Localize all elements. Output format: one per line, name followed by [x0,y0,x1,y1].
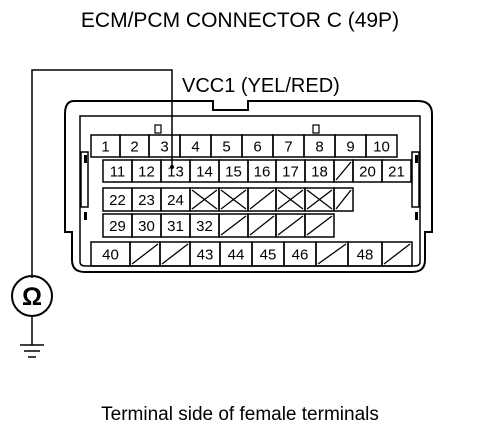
unused-terminal-mark [335,189,352,210]
pin-label-31: 31 [167,218,184,235]
unused-terminal-mark [249,189,275,210]
left-key [84,155,87,163]
pin-label-32: 32 [196,218,213,235]
top-nub-right [312,124,320,134]
pin-label-16: 16 [254,164,271,181]
pin-label-48: 48 [357,247,374,264]
pin-label-13: 13 [167,164,184,181]
terminal-cell [333,187,354,212]
caption: Terminal side of female terminals [101,404,379,425]
pin-label-12: 12 [138,164,155,181]
unused-terminal-mark [161,243,189,265]
pin-label-44: 44 [228,247,245,264]
terminal-cell [304,213,335,238]
pin-label-7: 7 [284,139,292,156]
terminal-cell [381,241,413,267]
unused-terminal-mark [277,215,304,236]
pin-label-20: 20 [359,164,376,181]
top-nub-left [154,124,162,134]
pin-label-23: 23 [138,192,155,209]
test-lead-wire [31,69,173,278]
right-latch [411,151,420,208]
pin-label-15: 15 [225,164,242,181]
pin-label-4: 4 [191,139,199,156]
unused-terminal-mark [277,189,304,210]
pin-label-5: 5 [222,139,230,156]
unused-terminal-mark [249,215,275,236]
unused-terminal-mark [335,161,352,181]
left-latch [80,151,89,208]
pin-label-18: 18 [311,164,328,181]
pin-label-2: 2 [130,139,138,156]
unused-terminal-mark [306,189,333,210]
pin-label-3: 3 [160,139,168,156]
pin-label-40: 40 [102,247,119,264]
pin-label-10: 10 [373,139,390,156]
unused-terminal-mark [220,189,247,210]
unused-terminal-mark [317,243,347,265]
pin-label-1: 1 [101,139,109,156]
pin-label-17: 17 [282,164,299,181]
pin-label-21: 21 [388,164,405,181]
pin-label-43: 43 [197,247,214,264]
pin-label-30: 30 [138,218,155,235]
right-key [415,155,418,163]
connector-housing [64,100,433,273]
probe-point [170,165,174,169]
unused-terminal-mark [191,189,218,210]
pin-label-24: 24 [167,192,184,209]
unused-terminal-mark [306,215,333,236]
unused-terminal-mark [383,243,411,265]
signal-label: VCC1 (YEL/RED) [182,75,340,97]
pin-label-22: 22 [109,192,126,209]
terminal-cell [381,159,412,183]
right-key-lower [415,212,418,220]
pin-label-29: 29 [109,218,126,235]
ground-icon [20,316,44,358]
terminal-cell [365,134,398,158]
unused-terminal-mark [220,215,247,236]
diagram-title: ECM/PCM CONNECTOR C (49P) [81,9,399,32]
left-key-lower [84,212,87,220]
ohm-icon: Ω [22,283,42,311]
pin-label-14: 14 [196,164,213,181]
unused-terminal-mark [131,243,159,265]
pin-label-46: 46 [292,247,309,264]
pin-label-8: 8 [315,139,323,156]
pin-label-6: 6 [253,139,261,156]
pin-label-45: 45 [260,247,277,264]
connector-inner-outline [79,115,421,267]
pin-label-11: 11 [110,164,126,181]
pin-label-9: 9 [346,139,354,156]
